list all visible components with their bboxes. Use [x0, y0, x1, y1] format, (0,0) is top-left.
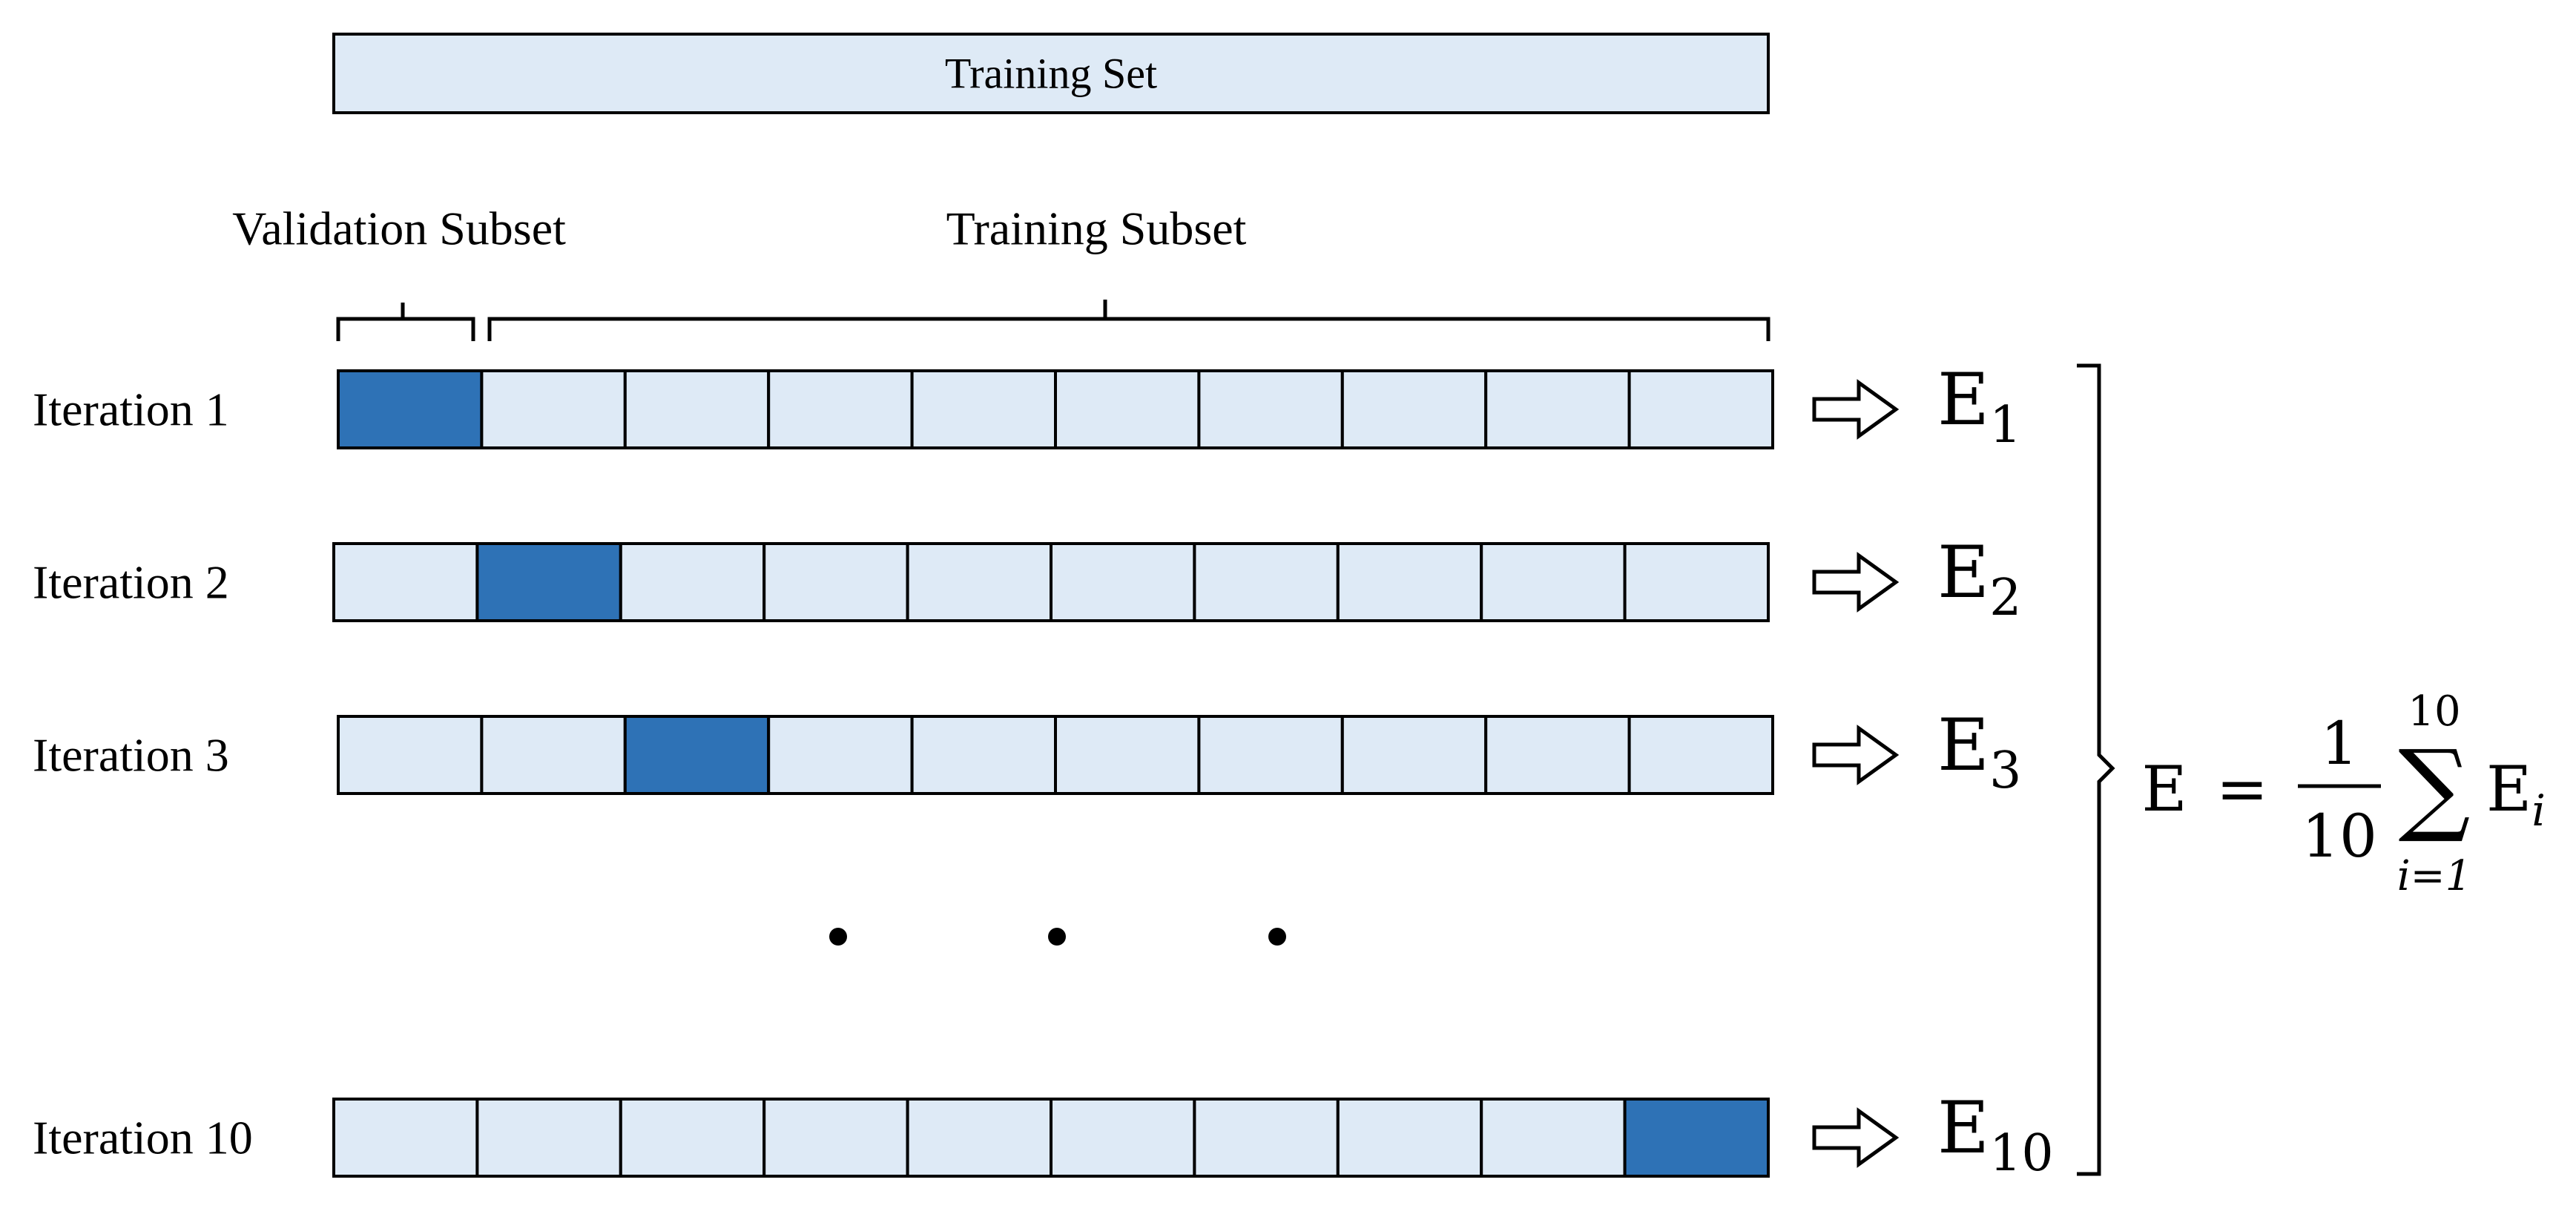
training-fold [1623, 542, 1770, 622]
ellipsis-dot [829, 928, 847, 946]
validation-subset-bracket [336, 303, 475, 341]
training-fold [767, 715, 914, 795]
training-fold [910, 369, 1057, 449]
error-subscript: 10 [1989, 1124, 2054, 1183]
error-base: E [1937, 704, 1989, 787]
training-fold [623, 369, 771, 449]
training-fold [1193, 1098, 1340, 1178]
training-fold [906, 1098, 1053, 1178]
training-fold [1193, 542, 1340, 622]
formula-lhs: E [2141, 753, 2187, 825]
error-subscript: 2 [1989, 569, 2021, 627]
training-fold [1050, 1098, 1196, 1178]
training-fold [1480, 1098, 1627, 1178]
training-fold [332, 542, 479, 622]
training-fold [762, 1098, 909, 1178]
iteration-row: Iteration 10 E10 [33, 1086, 2054, 1183]
training-fold [619, 1098, 766, 1178]
formula-sum-lower: i=1 [2397, 852, 2471, 900]
training-subset-label: Training Subset [946, 202, 1247, 255]
training-fold [332, 1098, 479, 1178]
training-fold [1340, 369, 1488, 449]
training-fold [337, 715, 484, 795]
error-label: E10 [1937, 1086, 2054, 1183]
training-fold [1340, 715, 1488, 795]
validation-fold [337, 369, 484, 449]
formula-numerator: 1 [2321, 709, 2359, 778]
training-fold [480, 369, 627, 449]
error-base: E [1937, 358, 1989, 441]
training-fold [1197, 715, 1344, 795]
training-subset-bracket [487, 300, 1770, 341]
validation-fold [1623, 1098, 1770, 1178]
training-fold [1484, 715, 1631, 795]
iteration-label: Iteration 1 [33, 383, 229, 436]
sigma-symbol: ∑ [2398, 729, 2470, 846]
formula-term-base: E [2486, 753, 2531, 825]
training-fold [1054, 369, 1201, 449]
iteration-label: Iteration 3 [33, 729, 229, 782]
training-set-bar [332, 33, 1770, 114]
average-error-formula: E = 1 10 10 ∑ i=1 Ei [2141, 687, 2546, 900]
formula-denominator: 10 [2302, 802, 2377, 871]
training-fold [762, 542, 909, 622]
error-subscript: 1 [1989, 396, 2021, 455]
training-fold [767, 369, 914, 449]
right-arrow-icon [1812, 552, 1900, 613]
training-fold [906, 542, 1053, 622]
training-fold [1050, 542, 1196, 622]
error-base: E [1937, 1086, 1989, 1170]
training-fold [1054, 715, 1201, 795]
validation-fold [623, 715, 771, 795]
iteration-row: Iteration 3 E3 [33, 704, 2021, 800]
validation-subset-label: Validation Subset [232, 202, 566, 255]
training-fold [619, 542, 766, 622]
training-fold [1627, 369, 1775, 449]
training-fold [475, 1098, 622, 1178]
training-fold [1484, 369, 1631, 449]
training-fold [1197, 369, 1344, 449]
iteration-row: Iteration 2 E2 [33, 531, 2021, 627]
error-base: E [1937, 531, 1989, 614]
right-arrow-icon [1812, 725, 1900, 785]
error-label: E1 [1937, 358, 2021, 455]
ellipsis-dot [1268, 928, 1286, 946]
validation-fold [475, 542, 622, 622]
formula-term-sub: i [2531, 785, 2546, 836]
training-fold [1627, 715, 1775, 795]
training-fold [1480, 542, 1627, 622]
formula-equals: = [2216, 753, 2268, 825]
training-fold [1336, 542, 1483, 622]
training-fold [910, 715, 1057, 795]
formula-sum-upper: 10 [2408, 687, 2460, 736]
error-subscript: 3 [1989, 742, 2021, 800]
training-fold [1336, 1098, 1483, 1178]
right-arrow-icon [1812, 1107, 1900, 1168]
error-group-bracket [2077, 363, 2115, 1176]
iteration-label: Iteration 2 [33, 556, 229, 609]
iteration-row: Iteration 1 E1 [33, 358, 2021, 455]
formula-term: Ei [2486, 753, 2546, 836]
iteration-label: Iteration 10 [33, 1112, 253, 1164]
training-fold [480, 715, 627, 795]
training-set-label: Training Set [945, 50, 1157, 98]
ellipsis-dot [1048, 928, 1066, 946]
right-arrow-icon [1812, 379, 1900, 440]
error-label: E2 [1937, 531, 2021, 627]
error-label: E3 [1937, 704, 2021, 800]
